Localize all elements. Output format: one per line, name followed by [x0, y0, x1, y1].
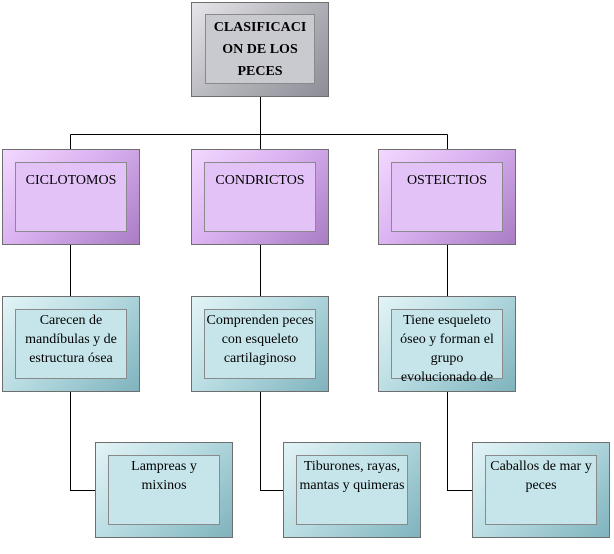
connector-desc1-ex1	[70, 392, 95, 491]
example-text-ciclotomos: Lampreas y mixinos	[108, 455, 220, 525]
category-node-condrictos: CONDRICTOS	[191, 149, 329, 245]
example-text-osteictios: Caballos de mar y peces	[485, 455, 597, 525]
example-node-condrictos: Tiburones, rayas, mantas y quimeras	[283, 442, 421, 538]
description-node-osteictios: Tiene esqueleto óseo y forman el grupo e…	[378, 296, 516, 392]
root-node: CLASIFICACI ON DE LOS PECES	[191, 2, 329, 97]
example-text-condrictos: Tiburones, rayas, mantas y quimeras	[296, 455, 408, 525]
description-text-ciclotomos: Carecen de mandíbulas y de estructura ós…	[15, 309, 127, 379]
description-node-condrictos: Comprenden peces con esqueleto cartilagi…	[191, 296, 329, 392]
description-text-osteictios: Tiene esqueleto óseo y forman el grupo e…	[391, 309, 503, 385]
example-node-ciclotomos: Lampreas y mixinos	[95, 442, 233, 538]
connector-desc3-ex3	[447, 392, 472, 491]
category-label-ciclotomos: CICLOTOMOS	[15, 162, 127, 232]
category-node-osteictios: OSTEICTIOS	[378, 149, 516, 245]
description-node-ciclotomos: Carecen de mandíbulas y de estructura ós…	[2, 296, 140, 392]
connector-desc2-ex2	[260, 392, 283, 491]
description-text-condrictos: Comprenden peces con esqueleto cartilagi…	[204, 309, 316, 379]
category-label-osteictios: OSTEICTIOS	[391, 162, 503, 232]
category-node-ciclotomos: CICLOTOMOS	[2, 149, 140, 245]
example-node-osteictios: Caballos de mar y peces	[472, 442, 610, 538]
root-label: CLASIFICACI ON DE LOS PECES	[205, 14, 315, 84]
category-label-condrictos: CONDRICTOS	[204, 162, 316, 232]
